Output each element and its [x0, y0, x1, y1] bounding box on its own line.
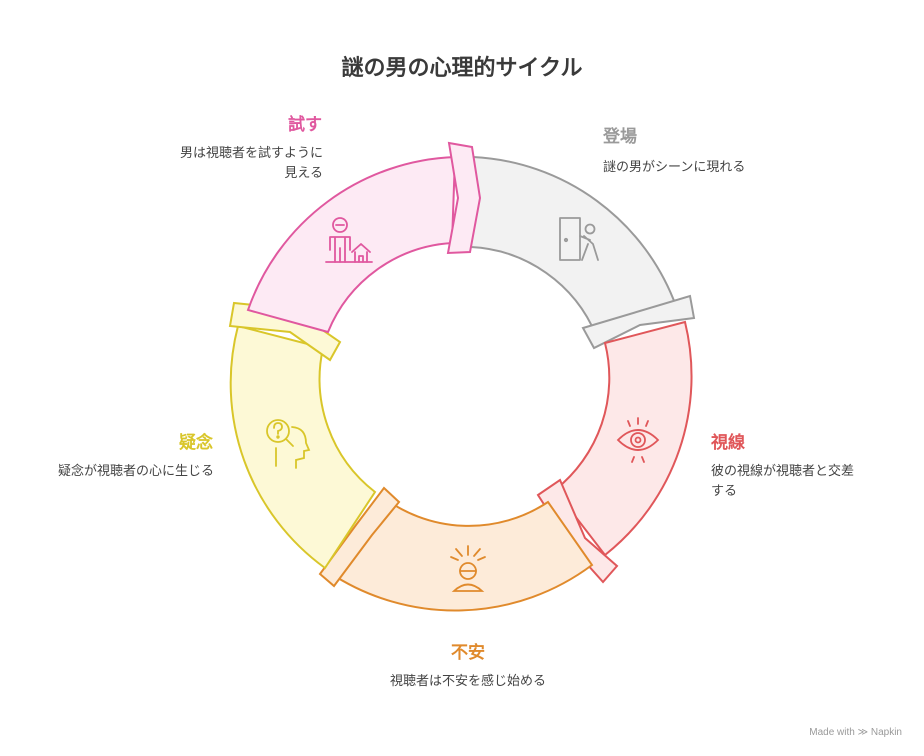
arrow-test [446, 141, 482, 255]
segment-appearance [469, 155, 678, 337]
diagram-title: 謎の男の心理的サイクル [341, 56, 583, 81]
question-head-icon [266, 419, 311, 469]
arrow-doubt [228, 301, 342, 362]
stage-title-doubt: 疑念 [179, 433, 213, 453]
stage-desc-test: 男は視聴者を試すように見える [179, 146, 323, 181]
stage-desc-appearance: 謎の男がシーンに現れる [603, 160, 746, 175]
arrow-appearance [581, 294, 696, 350]
eye-icon [616, 417, 660, 463]
napkin-credit: Made with ≫ Napkin [809, 727, 902, 738]
man-with-house-icon [325, 217, 373, 263]
stage-desc-doubt: 疑念が視聴者の心に生じる [58, 464, 215, 479]
man-leaving-door-icon [559, 217, 599, 261]
stage-title-gaze: 視線 [711, 433, 745, 453]
segment-doubt [229, 324, 377, 570]
stage-desc-gaze: 彼の視線が視聴者と交差する [711, 464, 855, 499]
segment-test [246, 155, 457, 334]
stressed-person-icon [450, 545, 486, 592]
arrow-anxiety [318, 486, 401, 588]
stage-title-appearance: 登場 [603, 127, 637, 147]
stage-desc-anxiety: 視聴者は不安を感じ始める [389, 674, 546, 689]
stage-title-anxiety: 不安 [451, 643, 485, 663]
stage-title-test: 試す [288, 115, 322, 135]
